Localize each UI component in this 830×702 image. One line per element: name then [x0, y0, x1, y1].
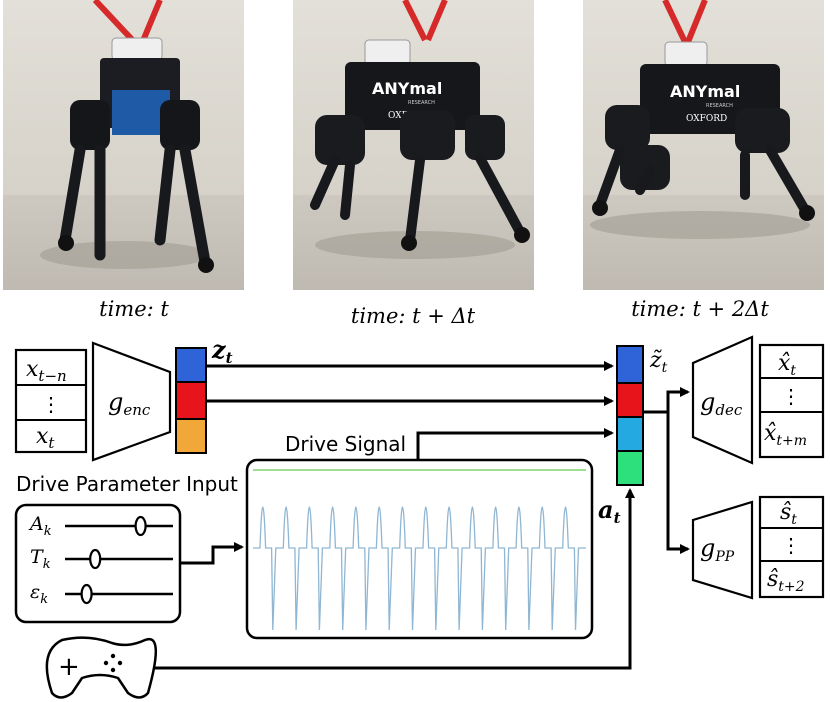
prediction-dots: ⋮ [781, 533, 801, 557]
caption-time-t-plus-dt: time: t + Δt [351, 304, 476, 328]
modified-latent-label: z̃t [649, 348, 668, 376]
drive-signal-waveform [253, 506, 586, 631]
gamepad-dpad-icon: + [58, 652, 80, 682]
latent-label: zt [211, 335, 233, 367]
prediction-top: ŝt [780, 500, 797, 528]
decoder-block: gdec [691, 335, 754, 465]
slider-amplitude-knob[interactable] [134, 515, 147, 537]
prediction-bottom: ŝt+2 [767, 567, 805, 595]
caption-time-t: time: t [99, 297, 169, 321]
latent-vector: zt [175, 335, 233, 454]
slider-epsilon-label: εk [30, 581, 48, 607]
arrow-drive-signal [416, 428, 614, 460]
encoder-label: genc [108, 388, 151, 419]
input-history-stack: xt−n ⋮ xt [14, 348, 88, 454]
gamepad-icon[interactable]: + [45, 636, 158, 699]
slider-period[interactable]: Tk [30, 546, 173, 572]
arrow-to-predictor [666, 412, 690, 554]
input-history-bottom: xt [36, 424, 55, 452]
photo-time-t-plus-dt: ANYmal RESEARCH OXFORD [293, 0, 534, 290]
drive-parameter-panel: Drive Parameter Input Ak Tk εk [14, 472, 238, 624]
mod-latent-cell-green [616, 450, 644, 486]
encoder-block: genc [91, 341, 172, 462]
robot-tag-label: RESEARCH [706, 103, 733, 109]
slider-period-knob[interactable] [89, 548, 102, 570]
drive-parameter-title: Drive Parameter Input [16, 472, 238, 496]
photo-time-t-plus-2dt: ANYmal RESEARCH OXFORD [583, 0, 824, 290]
reconstruction-top: x̂t [778, 351, 796, 379]
mod-latent-cell-red [616, 382, 644, 418]
input-history-dots: ⋮ [41, 392, 61, 416]
slider-epsilon[interactable]: εk [30, 581, 173, 607]
latent-cell-orange [175, 418, 207, 454]
slider-amplitude-label: Ak [28, 513, 52, 539]
arrow-to-decoder [643, 387, 690, 414]
photo-time-t [3, 0, 244, 290]
action-label: at [598, 495, 621, 527]
modified-latent-vector: z̃t at [598, 345, 668, 527]
mod-latent-cell-blue [616, 345, 644, 384]
drive-signal-title: Drive Signal [285, 432, 406, 456]
decoder-label: gdec [700, 388, 743, 419]
reconstruction-dots: ⋮ [781, 384, 801, 408]
latent-cell-blue [175, 347, 207, 383]
slider-period-label: Tk [30, 546, 51, 572]
slider-amplitude[interactable]: Ak [28, 513, 173, 539]
arrow-drive-params [180, 542, 244, 565]
predictor-block: gPP [691, 500, 754, 600]
prediction-stack: ŝt ⋮ ŝt+2 [758, 495, 825, 599]
robot-univ-label: OXFORD [686, 114, 727, 124]
drive-signal-panel: Drive Signal [245, 432, 594, 640]
slider-epsilon-knob[interactable] [80, 583, 93, 605]
arrow-gamepad [155, 488, 635, 670]
reconstruction-stack: x̂t ⋮ x̂t+m [758, 343, 825, 459]
robot-brand-label: ANYmal [670, 82, 740, 101]
connectors [155, 361, 690, 670]
input-history-top: xt−n [26, 357, 67, 385]
robot-tag-label: RESEARCH [408, 100, 435, 106]
reconstruction-bottom: x̂t+m [764, 421, 807, 449]
mod-latent-cell-cyan [616, 416, 644, 452]
latent-cell-red [175, 381, 207, 420]
caption-time-t-plus-2dt: time: t + 2Δt [631, 297, 769, 321]
robot-brand-label: ANYmal [372, 79, 442, 98]
predictor-label: gPP [700, 534, 735, 565]
